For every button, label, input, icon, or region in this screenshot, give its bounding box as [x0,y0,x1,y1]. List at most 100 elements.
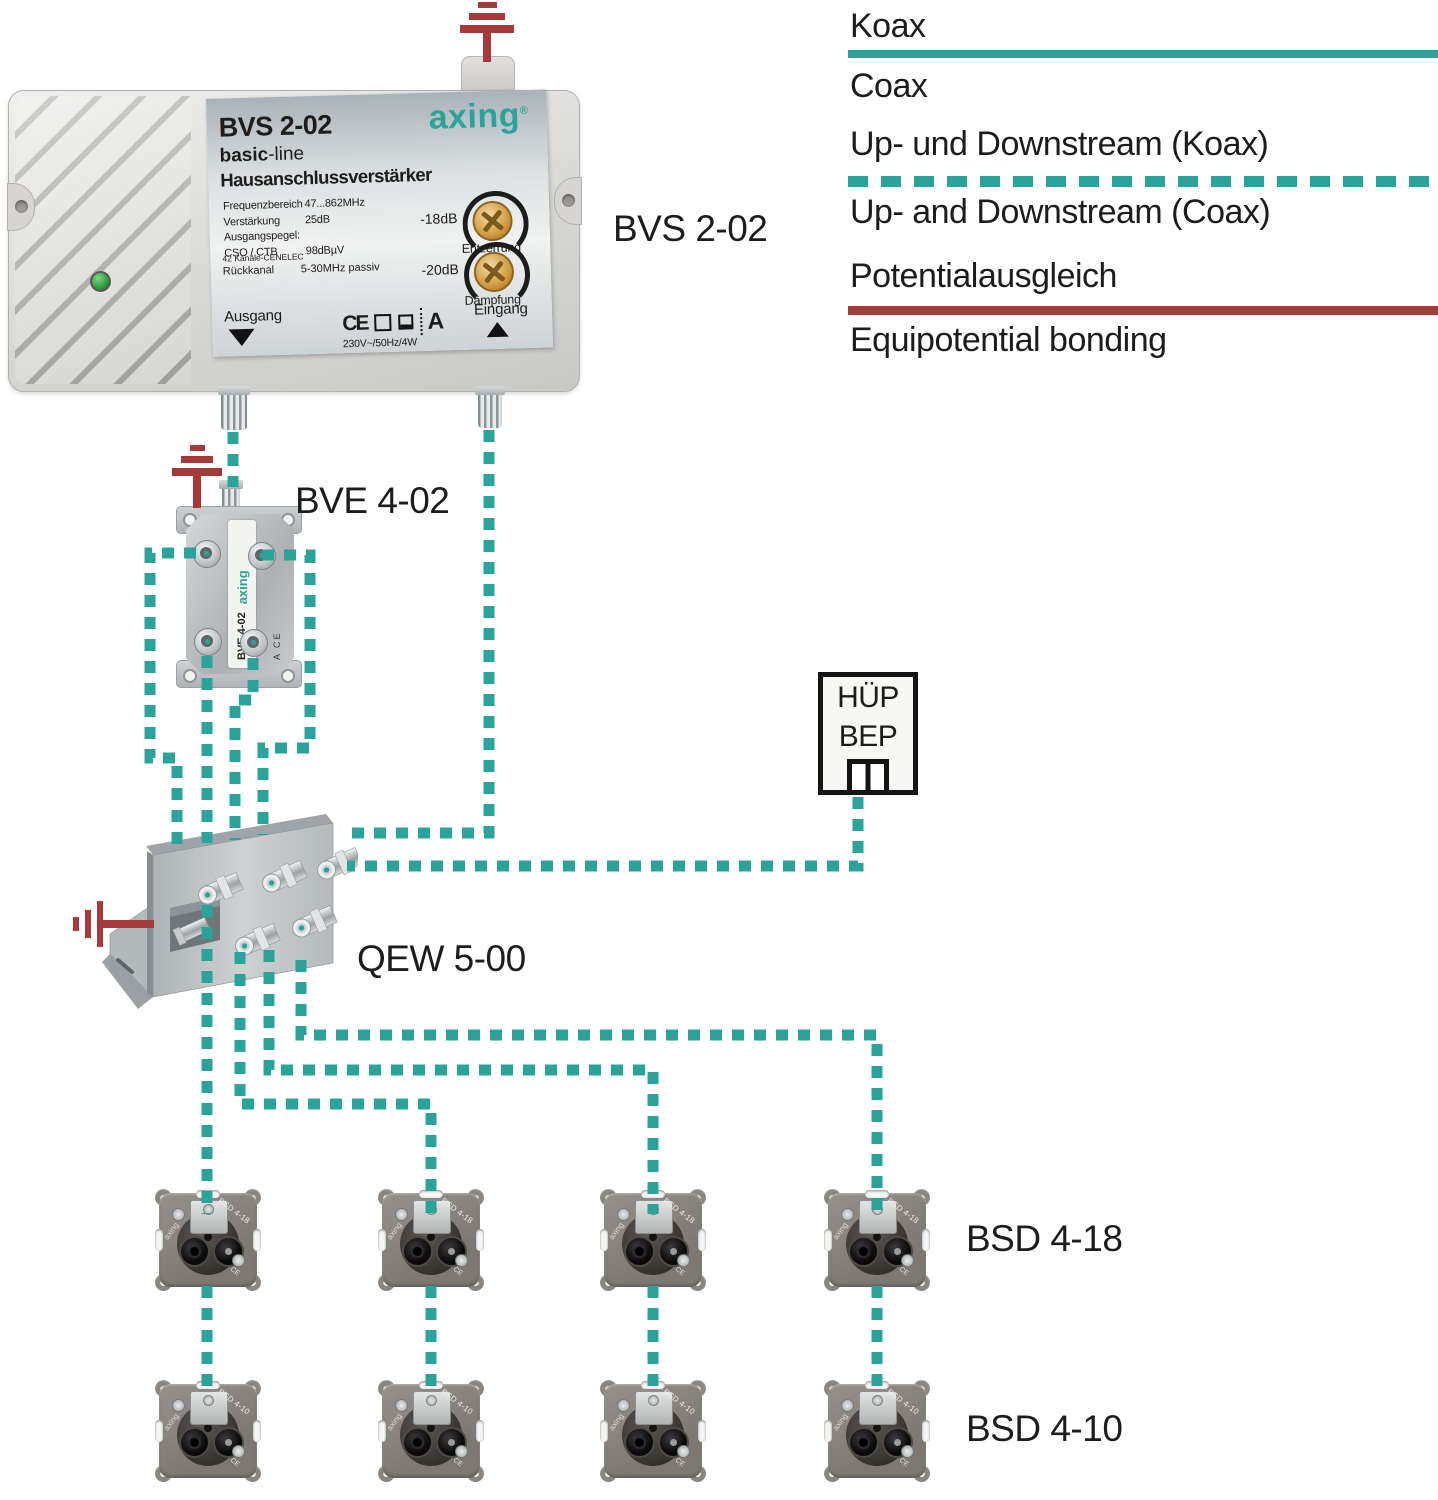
ce-mark: CE [341,311,368,335]
up-arrow-icon [486,321,509,338]
screw [455,1445,468,1458]
bsd-antenna-socket: BSD 4-10 axing CE [822,1380,932,1482]
side-slot [378,1229,386,1251]
screw-hole [14,200,28,213]
screw [455,1254,468,1267]
terminal-block [635,1391,673,1425]
knob1-value: -18dB [419,210,458,228]
screw [677,1445,690,1458]
center-hole [204,1233,212,1241]
hup-line1: HÜP [837,681,899,714]
side-slot [155,1420,163,1442]
axing-logo: axing® [428,96,529,137]
radio-connector [213,1236,244,1267]
bsd-410-label: BSD 4-10 [966,1408,1123,1449]
screw [617,1399,630,1412]
side-slot [378,1420,386,1442]
tv-connector [402,1236,433,1267]
screw [172,1399,185,1412]
legend-coax-label: Coax [850,67,928,105]
axing-logo: axing [234,570,250,605]
bvs-amplifier: BVS 2-02 axing® basic-line Hausanschluss… [7,89,582,392]
center-hole [873,1424,881,1432]
screw [901,1445,914,1458]
top-slot [641,1190,665,1198]
center-hole [649,1424,657,1432]
qew-label: QEW 5-00 [357,938,526,979]
side-slot [155,1229,163,1251]
legend: Koax Coax Up- und Downstream (Koax) Up- … [848,0,1438,372]
box-icon [374,313,392,332]
radio-connector [213,1427,244,1458]
screw [232,1254,245,1267]
screw [232,1445,245,1458]
hup-port-icon [847,759,889,790]
side-slot [600,1229,608,1251]
screw [677,1254,690,1267]
center-hole [204,1424,212,1432]
class-a-mark: A [420,307,445,336]
input-port-label: Eingang [473,300,528,319]
bonding-line-swatch [848,306,1438,315]
earth-symbol-bvs [460,2,514,62]
side-slot [600,1420,608,1442]
radio-connector [436,1427,467,1458]
legend-updown-en-label: Up- and Downstream (Coax) [850,193,1271,231]
side-slot [698,1420,706,1442]
tv-connector [624,1236,655,1267]
bsd-antenna-socket: BSD 4-18 axing CE [153,1189,263,1291]
coax-dashed-line-swatch [848,176,1438,187]
terminal-block [413,1391,451,1425]
screw [395,1399,408,1412]
hup-bep-transfer-point: HÜP BEP [818,672,918,795]
bvs-plate-model: BVS 2-02 [218,109,333,143]
bsd-antenna-socket: BSD 4-18 axing CE [822,1189,932,1291]
tv-connector [848,1427,879,1458]
bvs-label-plate: BVS 2-02 axing® basic-line Hausanschluss… [206,89,554,357]
radio-connector [436,1236,467,1267]
qew-foot-edge [102,954,153,1009]
bvs-vent-stripes [15,96,191,384]
screw-hole [183,669,197,683]
wire-qew-to-socket4 [295,960,883,1214]
legend-bonding-de-label: Potentialausgleich [850,257,1117,295]
top-slot [196,1190,220,1198]
screw [172,1208,185,1221]
bvs-plate-series: basic-line [219,143,305,167]
legend-koax-label: Koax [850,7,926,45]
top-slot [865,1381,889,1389]
bvs-left-ear [7,183,35,231]
down-arrow-icon [228,328,255,347]
bve-port [193,540,221,568]
bvs-output-connector [218,386,250,430]
top-slot [419,1381,443,1389]
tv-connector [179,1427,210,1458]
side-slot [922,1229,930,1251]
terminal-block [859,1391,897,1425]
legend-bonding-en-label: Equipotential bonding [850,321,1167,359]
bve-label: BVE 4-02 [295,480,450,521]
bsd-antenna-socket: BSD 4-18 axing CE [598,1189,708,1291]
bvs-label: BVS 2-02 [613,208,768,249]
bve-port [194,628,222,656]
hup-line2: BEP [838,720,898,753]
tv-connector [624,1427,655,1458]
center-hole [649,1233,657,1241]
wire-hup-to-qew [347,797,864,872]
bsd-antenna-socket: BSD 4-10 axing CE [376,1380,486,1482]
power-rating: 230V~/50Hz/4W [342,336,418,351]
power-led [90,271,111,292]
screw [841,1399,854,1412]
screw-hole [561,194,575,207]
bsd-418-label: BSD 4-18 [966,1218,1123,1259]
bvs-input-connector [475,386,505,428]
center-hole [427,1424,435,1432]
radio-connector [882,1427,913,1458]
bvs-right-ear [554,177,582,225]
coax-solid-line-swatch [848,50,1438,58]
bve-cert-marks: A CE [272,631,282,660]
top-slot [865,1190,889,1198]
screw [395,1208,408,1221]
tv-connector [402,1427,433,1458]
